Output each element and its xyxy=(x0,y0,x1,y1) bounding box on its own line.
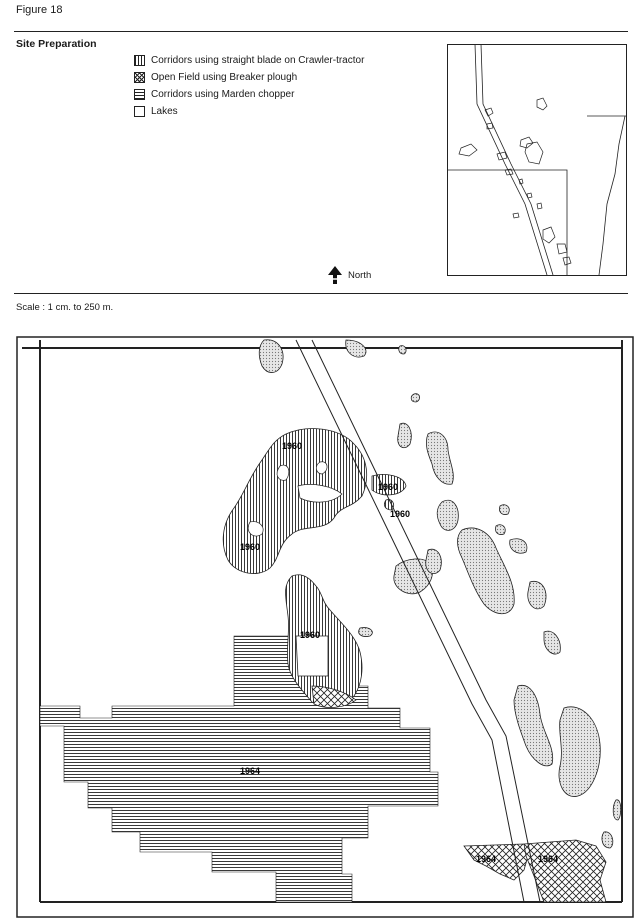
crawler-north-clearing-2 xyxy=(316,461,328,475)
lake xyxy=(499,504,510,515)
lake xyxy=(436,499,459,531)
scale-text: Scale : 1 cm. to 250 m. xyxy=(16,302,114,313)
lake xyxy=(601,831,614,849)
lake xyxy=(558,706,601,797)
lake xyxy=(410,393,420,403)
breaker-plough-area-east xyxy=(523,839,607,903)
lakes xyxy=(258,339,622,849)
section-rule xyxy=(14,293,628,294)
lake xyxy=(457,527,515,615)
lake-swatch xyxy=(134,106,145,117)
lake xyxy=(495,524,506,535)
crawler-north-clearing-3 xyxy=(247,521,264,537)
map-label-breaker-1: 1964 xyxy=(476,854,496,864)
lake xyxy=(425,431,454,485)
legend-label-lakes: Lakes xyxy=(151,106,178,117)
map-label-crawler-5: 1960 xyxy=(300,630,320,640)
cross-hatch-swatch xyxy=(134,72,145,83)
lake xyxy=(397,422,412,449)
lake xyxy=(612,799,622,821)
map-label-crawler-4: 1960 xyxy=(240,542,260,552)
header-rule xyxy=(14,31,628,32)
north-arrow-icon xyxy=(328,266,342,284)
legend-label-crawler: Corridors using straight blade on Crawle… xyxy=(151,55,365,66)
crawler-north-clearing-4 xyxy=(297,484,343,503)
map-label-breaker-2: 1964 xyxy=(538,854,558,864)
north-label: North xyxy=(348,269,372,281)
lake xyxy=(258,339,284,373)
map-label-marden: 1964 xyxy=(240,766,260,776)
north-indicator: North xyxy=(328,266,371,284)
lake xyxy=(513,684,554,767)
legend-item-crawler: Corridors using straight blade on Crawle… xyxy=(134,52,364,69)
crawler-area-north xyxy=(222,428,368,574)
crawler-south-clearing xyxy=(295,635,329,677)
crawler-area-small xyxy=(384,499,394,511)
legend-item-breaker: Open Field using Breaker plough xyxy=(134,69,364,86)
site-preparation-map: 1960 1960 1960 1960 1960 1964 1964 1964 xyxy=(16,336,634,918)
lake xyxy=(509,538,528,554)
horizontal-hatch-swatch xyxy=(134,89,145,100)
crawler-south-breaker-patch xyxy=(311,685,357,708)
road-edge-east xyxy=(311,339,541,903)
map-label-crawler-1: 1960 xyxy=(282,441,302,451)
lake xyxy=(543,630,561,655)
lake xyxy=(345,339,367,358)
legend-item-marden: Corridors using Marden chopper xyxy=(134,86,364,103)
page-title: Site Preparation xyxy=(16,38,97,50)
map-label-crawler-2: 1960 xyxy=(378,482,398,492)
vertical-hatch-swatch xyxy=(134,55,145,66)
figure-label: Figure 18 xyxy=(16,4,63,16)
lake xyxy=(527,580,547,610)
crawler-north-clearing-1 xyxy=(276,464,290,481)
legend: Corridors using straight blade on Crawle… xyxy=(134,52,364,120)
lake xyxy=(358,627,373,637)
lake xyxy=(425,548,442,574)
road-edge-west xyxy=(295,339,525,903)
lake xyxy=(393,558,433,595)
legend-item-lakes: Lakes xyxy=(134,103,364,120)
crawler-area-east xyxy=(371,474,407,496)
lake xyxy=(398,345,407,355)
legend-label-marden: Corridors using Marden chopper xyxy=(151,89,295,100)
map-label-crawler-3: 1960 xyxy=(390,509,410,519)
inset-location-map xyxy=(447,44,627,276)
legend-label-breaker: Open Field using Breaker plough xyxy=(151,72,298,83)
